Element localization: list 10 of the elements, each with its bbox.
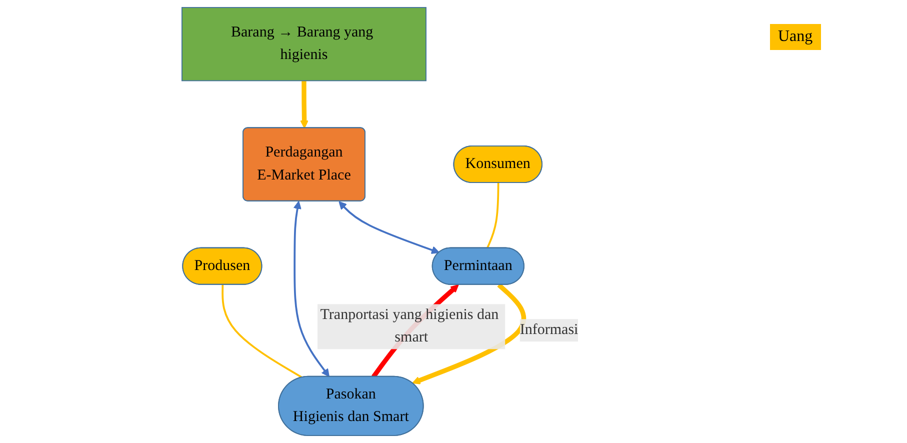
connector [486, 183, 500, 249]
arrow [338, 201, 440, 254]
arrow [300, 80, 308, 128]
arrow [293, 200, 330, 377]
node-box: Barang → Barang yang higienis [181, 7, 426, 82]
arrow-label: Uang [770, 24, 821, 50]
arrow [412, 283, 526, 384]
connector [222, 284, 303, 378]
edge-label: Informasi [520, 322, 578, 338]
edge-label: Tranportasi yang higienis dan smart [320, 306, 499, 346]
